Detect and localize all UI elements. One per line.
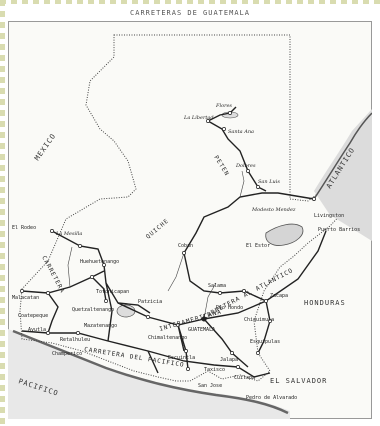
label-la-mesilla: La Mesilla (55, 231, 82, 237)
label-pedro-de-alvarado: Pedro de Alvarado (246, 395, 297, 401)
label-flores: Flores (215, 103, 232, 109)
pacific-coastline (12, 329, 289, 415)
top-dotted-border (0, 0, 380, 4)
label-livingston: Livingston (314, 213, 344, 219)
label-peten: PETEN (212, 154, 230, 177)
map-title: CARRETERAS DE GUATEMALA (130, 9, 250, 17)
guatemala-road-map: Flores La Libertad Santa Ana Dolores San… (8, 34, 372, 419)
label-huehuetenango: Huehuetenango (80, 259, 119, 265)
label-san-jose: San Jose (198, 383, 222, 389)
label-chimaltenango: Chimaltenango (148, 335, 187, 341)
label-ayutla: Ayutla (28, 327, 46, 333)
label-salama: Salama (208, 283, 226, 289)
left-dotted-border (0, 0, 5, 426)
label-el-rodeo: El Rodeo (12, 225, 36, 231)
label-rio-hondo: Rio Hondo (216, 305, 243, 311)
label-coatepeque: Coatepeque (18, 313, 48, 319)
label-modesto-mendez: Modesto Mendez (251, 207, 296, 213)
caribbean-shading (314, 109, 372, 241)
label-totonicapan: Totonicapan (96, 289, 129, 295)
secondary-roads (67, 170, 245, 320)
label-dolores: Dolores (235, 163, 256, 169)
label-champerico: Champerico (52, 351, 82, 357)
label-san-luis: San Luis (258, 179, 280, 185)
caribbean-coastline (313, 112, 372, 200)
label-esquipulas: Esquipulas (250, 339, 280, 345)
label-mazatenango: Mazatenango (84, 323, 117, 329)
label-coban: Coban (178, 243, 193, 249)
guatemala-border (19, 34, 353, 382)
label-el-salvador: EL SALVADOR (270, 377, 327, 385)
label-guatemala-city: GUATEMALA (188, 327, 215, 333)
lake-izabal (265, 223, 304, 246)
label-la-libertad: La Libertad (183, 115, 214, 121)
label-quiche: QUICHE (145, 217, 171, 240)
label-taxisco: Taxisco (204, 367, 225, 373)
label-jalapa: Jalapa (220, 357, 238, 363)
label-retalhuleu: Retalhuleu (60, 337, 90, 343)
label-carretera-west: CARRETERA (40, 255, 66, 295)
label-escuintla: Escuintla (168, 355, 195, 361)
label-honduras: HONDURAS (304, 299, 346, 307)
label-zacapa: Zacapa (270, 293, 288, 299)
label-el-estor: El Estor (246, 243, 270, 249)
label-mexico: MEXICO (33, 132, 58, 162)
pacific-coast-shading (8, 329, 290, 419)
label-quetzaltenango: Quetzaltenango (72, 307, 114, 313)
label-patzicia: Patzicia (138, 299, 162, 305)
label-chiquimula: Chiquimula (244, 317, 274, 323)
city-markers (20, 111, 316, 371)
label-puerto-barrios: Puerto Barrios (318, 227, 360, 233)
label-cuilapa: Cuilapa (234, 375, 255, 381)
label-santa-ana: Santa Ana (228, 129, 254, 135)
label-malacatan: Malacatan (12, 295, 39, 301)
